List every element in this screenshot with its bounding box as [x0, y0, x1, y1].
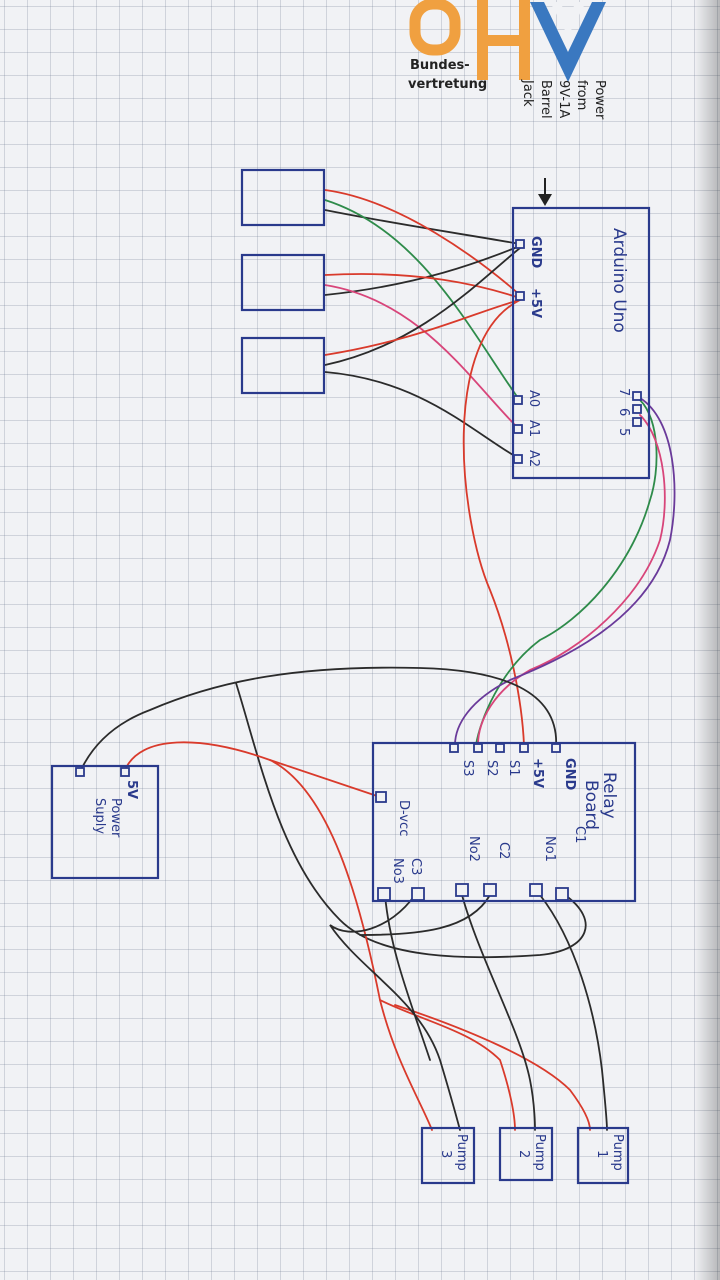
- pump-3-number: 3: [438, 1150, 453, 1158]
- relay-label-gnd: GND: [562, 758, 577, 791]
- relay-pin-no3: [377, 887, 391, 901]
- relay-pin-c2: [483, 883, 497, 897]
- power-supply-pin-5v: [120, 767, 130, 777]
- pump-2-number: 2: [516, 1150, 531, 1158]
- arduino-uno: Arduino Uno GND +5V A0 A1 A2 7 6: [511, 206, 651, 480]
- logo-mark: [409, 0, 530, 80]
- logo-text-line1: Bundes-: [410, 58, 470, 73]
- logo-arrow-icon: [530, 2, 606, 82]
- arduino-label-a0: A0: [526, 390, 541, 407]
- sensors: [240, 168, 326, 395]
- pump-1-number: 1: [594, 1150, 609, 1158]
- power-supply-label-line2: Suply: [92, 798, 107, 834]
- sensor-box-1: [240, 168, 326, 227]
- relay-label-c2: C2: [496, 842, 511, 859]
- relay-pin-dvcc: [375, 791, 387, 803]
- relay-pin-no2: [455, 883, 469, 897]
- arduino-pin-d7: [632, 391, 642, 401]
- logo: OH Bundes- vertretung: [408, 0, 606, 92]
- relay-label-no1: No1: [542, 836, 557, 862]
- pump-1-name: Pump: [610, 1134, 625, 1171]
- arduino-pin-5v: [515, 291, 525, 301]
- relay-pin-c1: [555, 887, 569, 901]
- pumps: Pump 1 Pump 2 Pump 3: [420, 1126, 630, 1185]
- relay-label-s3: S3: [460, 760, 475, 777]
- arduino-pin-d6: [632, 404, 642, 414]
- relay-pin-no1: [529, 883, 543, 897]
- power-note-line-5: Jack: [520, 79, 535, 107]
- relay-pin-s2: [473, 743, 483, 753]
- power-note-line-4: Barrel: [538, 80, 553, 119]
- arduino-pin-gnd: [515, 239, 525, 249]
- pump-2: Pump 2: [498, 1126, 554, 1182]
- relay-title-line2: Board: [581, 780, 601, 830]
- sensor-box-2: [240, 253, 326, 312]
- arduino-label-d7: 7: [616, 388, 631, 396]
- pump-3-name: Pump: [454, 1134, 469, 1171]
- sensor-box-3: [240, 336, 326, 395]
- arduino-label-gnd: GND: [528, 236, 543, 269]
- relay-label-c3: C3: [408, 858, 423, 875]
- power-note-line-3: 9V-1A: [556, 80, 571, 118]
- arduino-title: Arduino Uno: [609, 228, 629, 333]
- arduino-pin-a1: [513, 424, 523, 434]
- relay-pin-gnd: [551, 743, 561, 753]
- relay-pin-c3: [411, 887, 425, 901]
- power-note-line-2: from: [574, 80, 589, 110]
- relay-label-s1: S1: [506, 760, 521, 777]
- logo-text-line2: vertretung: [408, 77, 487, 92]
- relay-label-c1: C1: [572, 826, 587, 843]
- arduino-pin-a0: [513, 395, 523, 405]
- power-supply: 5V Power Suply: [50, 764, 160, 880]
- pump-2-name: Pump: [532, 1134, 547, 1171]
- arduino-pin-a2: [513, 454, 523, 464]
- power-note: Power from 9V-1A Barrel Jack: [520, 79, 607, 120]
- relay-label-no3: No3: [390, 858, 405, 884]
- arduino-label-d5: 5: [616, 428, 631, 436]
- relay-pin-s3: [449, 743, 459, 753]
- relay-label-5v: +5V: [530, 758, 545, 788]
- arduino-pin-d5: [632, 417, 642, 427]
- relay-title-line1: Relay: [599, 772, 619, 819]
- relay-label-no2: No2: [466, 836, 481, 862]
- power-arrow-icon: [538, 178, 552, 206]
- power-supply-pin-gnd: [75, 767, 85, 777]
- arduino-label-a1: A1: [526, 420, 541, 437]
- wires: [79, 189, 676, 1131]
- pump-1: Pump 1: [576, 1126, 630, 1185]
- relay-label-dvcc: D-vcc: [396, 800, 411, 836]
- relay-pin-s1: [495, 743, 505, 753]
- power-supply-label-5v: 5V: [124, 780, 139, 799]
- arduino-label-d6: 6: [616, 408, 631, 416]
- power-supply-label-line1: Power: [108, 798, 123, 838]
- relay-board: Relay Board GND +5V S1 S2 S3: [371, 741, 637, 903]
- pump-3: Pump 3: [420, 1126, 476, 1185]
- relay-label-s2: S2: [484, 760, 499, 777]
- arduino-label-5v: +5V: [528, 288, 543, 318]
- power-note-line-1: Power: [592, 80, 607, 120]
- arduino-label-a2: A2: [526, 450, 541, 467]
- relay-pin-5v: [519, 743, 529, 753]
